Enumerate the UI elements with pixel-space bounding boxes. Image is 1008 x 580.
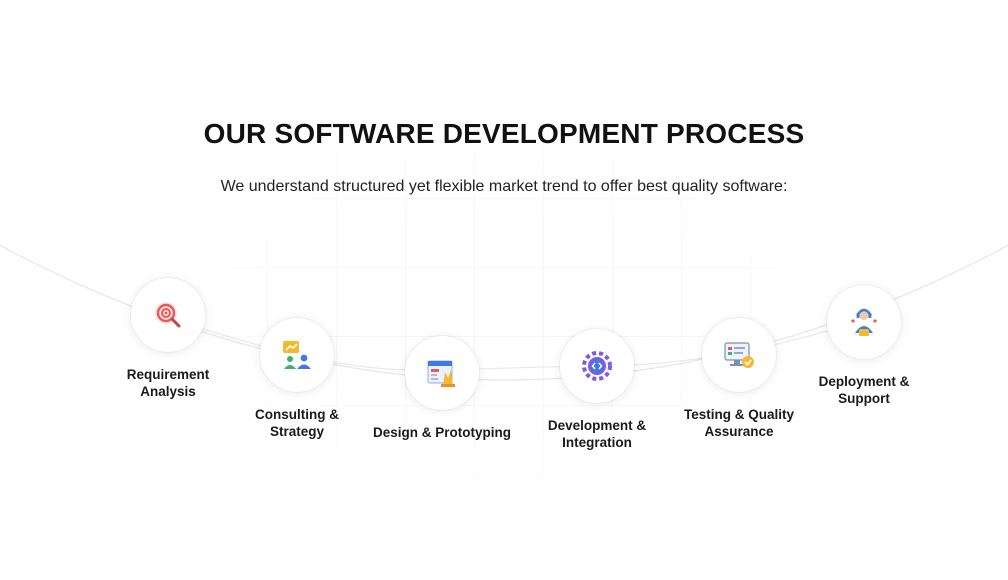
step-development-integration[interactable]: Development & Integration [517, 329, 677, 451]
step-circle [560, 329, 634, 403]
team-chart-icon [283, 341, 311, 369]
step-circle [131, 278, 205, 352]
step-label: Design & Prototyping [373, 425, 511, 440]
section-title: OUR SOFTWARE DEVELOPMENT PROCESS [203, 118, 805, 149]
step-circle [702, 318, 776, 392]
gear-code-icon [582, 351, 612, 381]
support-person-icon [851, 308, 877, 336]
step-label: Testing & Quality Assurance [683, 407, 794, 439]
step-circle [827, 285, 901, 359]
step-requirement-analysis[interactable]: Requirement Analysis [88, 278, 248, 400]
design-layout-icon [427, 360, 455, 387]
step-circle [405, 336, 479, 410]
step-label: Consulting & Strategy [255, 407, 339, 439]
step-consulting-strategy[interactable]: Consulting & Strategy [217, 318, 377, 440]
section-subtitle: We understand structured yet flexible ma… [220, 178, 788, 195]
step-testing-quality-assurance[interactable]: Testing & Quality Assurance [659, 318, 819, 440]
step-label: Requirement Analysis [126, 367, 210, 399]
step-label: Deployment & Support [818, 374, 910, 406]
background-grid [60, 60, 948, 540]
step-design-prototyping[interactable]: Design & Prototyping [362, 336, 522, 441]
step-label: Development & Integration [547, 418, 647, 450]
monitor-check-icon [724, 342, 754, 368]
target-magnifier-icon [155, 302, 181, 328]
step-circle [260, 318, 334, 392]
step-deployment-support[interactable]: Deployment & Support [784, 285, 944, 407]
